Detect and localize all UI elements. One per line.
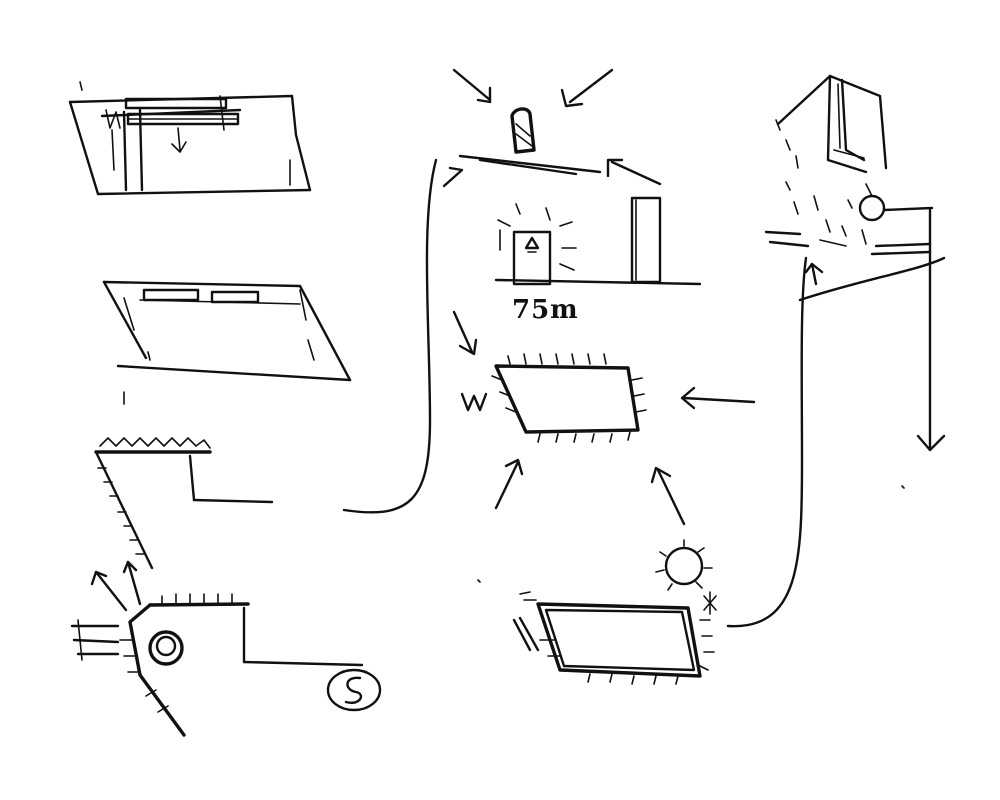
plan-parallelogram [452, 310, 756, 526]
distance-label: 75m [512, 295, 579, 325]
elevation-panel: 75m [442, 107, 702, 325]
sun-plan-panel [512, 539, 717, 685]
top-arrows [452, 68, 614, 108]
perspective-panel [764, 74, 934, 286]
panel-1-top-left [68, 81, 312, 196]
circled-symbol [326, 668, 382, 712]
stray-marks [123, 391, 905, 583]
connector-curves [342, 158, 946, 628]
panel-4-bottom-left [70, 560, 364, 737]
panel-2-left [102, 280, 352, 382]
panel-3-left [94, 437, 274, 570]
